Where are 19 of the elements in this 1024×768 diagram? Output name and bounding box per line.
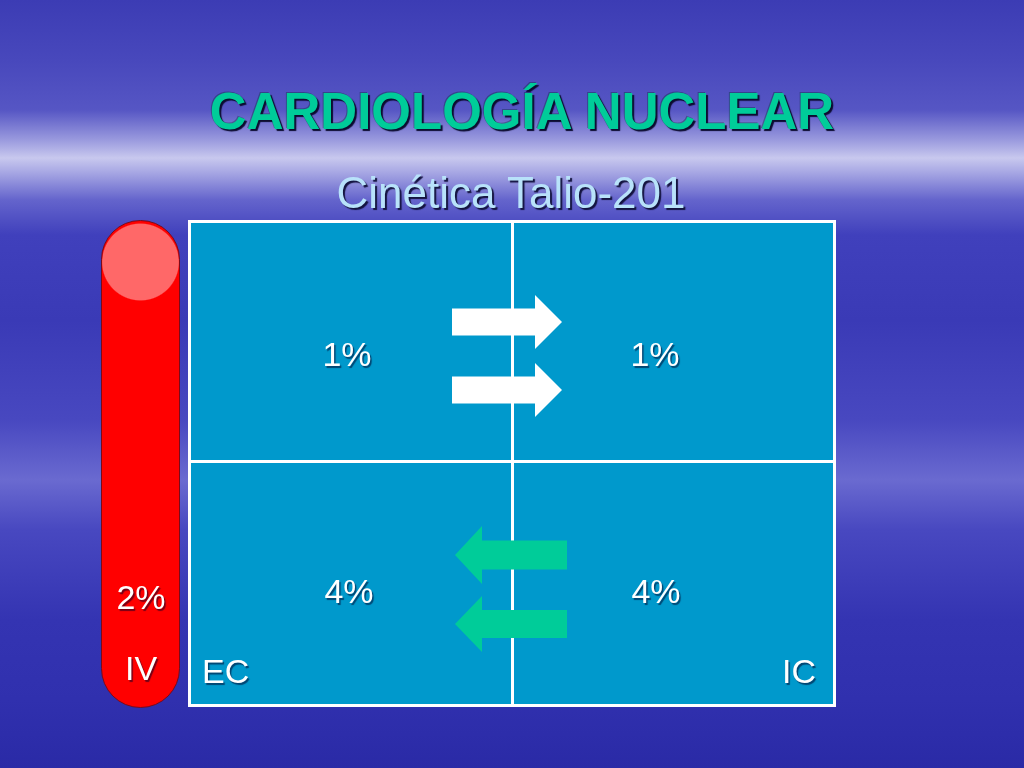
compartment-grid: [188, 220, 836, 707]
percentage-label: 1%: [322, 337, 372, 373]
title: CARDIOLOGÍA NUCLEAR: [209, 85, 835, 139]
arrow: [455, 526, 567, 584]
compartment-cell: [514, 463, 833, 704]
compartment-label: IC: [782, 654, 816, 690]
compartment-label: EC: [202, 654, 250, 690]
percentage-label: 1%: [630, 337, 680, 373]
compartment-cell: [514, 223, 833, 460]
percentage-label: 2%: [116, 580, 166, 616]
arrow: [452, 295, 562, 349]
route-label: IV: [124, 651, 158, 687]
compartment-cell: [191, 223, 511, 460]
arrow: [455, 596, 567, 652]
percentage-label: 4%: [631, 574, 681, 610]
compartment-cell: [191, 463, 511, 704]
subtitle: Cinética Talio-201: [336, 169, 686, 217]
arrow: [452, 363, 562, 417]
percentage-label: 4%: [324, 574, 374, 610]
